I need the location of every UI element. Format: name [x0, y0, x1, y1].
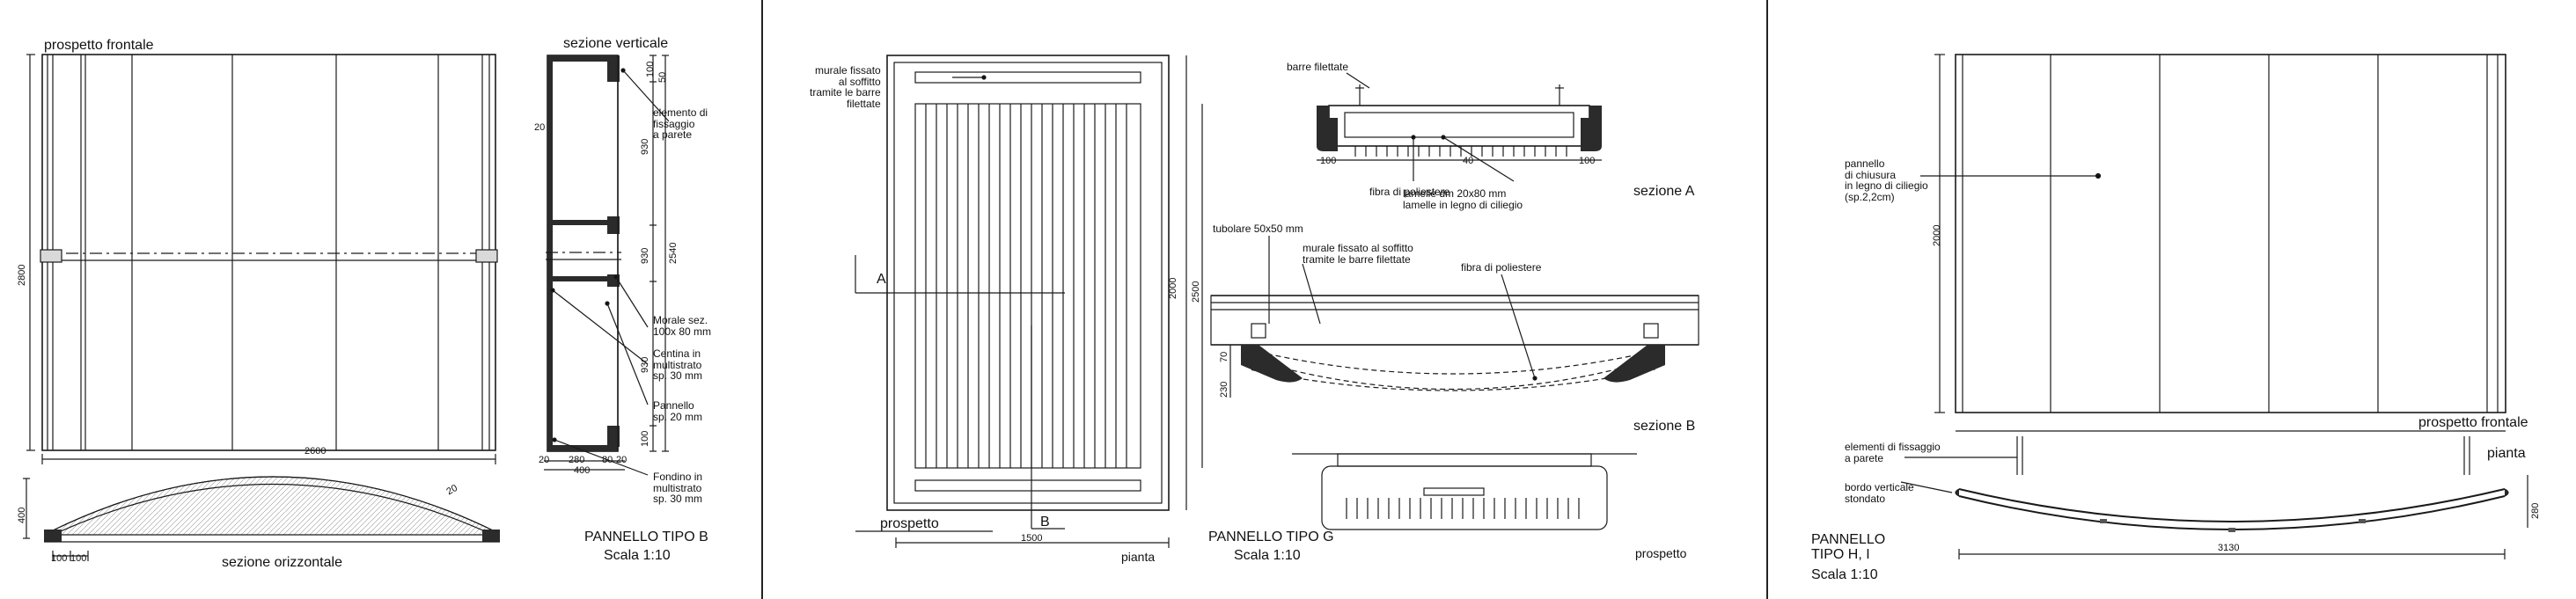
dim-3130-h: 3130: [2218, 543, 2240, 553]
pianta-label-g: pianta: [1121, 550, 1156, 564]
callout-barre: barre filettate: [1287, 61, 1349, 73]
panel-g-scale: Scala 1:10: [1234, 548, 1301, 563]
panel-b-horizontal-section: [23, 476, 500, 561]
dim-70-b: 70: [1219, 351, 1229, 362]
pianta-label-h: pianta: [2487, 446, 2526, 461]
dim-arc-height: 400: [17, 507, 27, 523]
callout-morale: Morale sez. 100x 80 mm: [653, 314, 712, 338]
panel-g-title: PANNELLO TIPO G: [1208, 530, 1334, 544]
dim-sec-80: 80: [602, 455, 613, 465]
dim-sec-280: 280: [569, 455, 585, 465]
dim-sec-20-a: 20: [539, 455, 550, 465]
callout-murale: murale fissato al soffitto tramite le ba…: [810, 64, 881, 110]
dim-2500-g: 2500: [1191, 281, 1201, 303]
callout-murale-b: murale fissato al soffitto tramite le ba…: [1303, 242, 1413, 266]
callout-bordo: bordo verticale stondato: [1845, 481, 1914, 505]
dim-2000-h: 2000: [1932, 224, 1942, 246]
callout-pannello-h: pannello di chiusura in legno di ciliegi…: [1845, 157, 1928, 203]
dim-100-a: 100: [1320, 156, 1337, 166]
callout-fibra-b: fibra di poliestere: [1461, 261, 1542, 274]
panel-h-elevation: [1920, 54, 2506, 432]
panel-h-title: PANNELLO TIPO H, I: [1811, 532, 1886, 562]
dim-930-b: 930: [640, 247, 650, 264]
section-marker-a: A: [877, 272, 886, 287]
panel-b-title: PANNELLO TIPO B: [584, 530, 708, 544]
section-a-label: sezione A: [1633, 184, 1695, 199]
prospetto-label-plan: prospetto: [1635, 546, 1687, 560]
panel-b-scale: Scala 1:10: [604, 548, 671, 563]
callout-pannello: Pannello sp. 20 mm: [653, 399, 703, 423]
callout-fibra-a: fibra di poliestere: [1369, 186, 1450, 198]
panel-h-scale: Scala 1:10: [1811, 567, 1878, 582]
panel-b-vertical-section: [544, 55, 670, 476]
section-b-label: sezione B: [1633, 419, 1696, 434]
callout-fixing-h: elementi di fissaggio a parete: [1845, 441, 1941, 464]
panel-h-plan: [1900, 436, 2528, 559]
dim-sec-20-c: 20: [616, 455, 627, 465]
vertical-section-label: sezione verticale: [563, 36, 669, 51]
horizontal-section-label: sezione orizzontale: [222, 555, 342, 570]
dim-height: 2800: [17, 264, 27, 286]
panel-g-elevation: [855, 55, 1203, 548]
front-label-h: prospetto frontale: [2418, 415, 2528, 430]
dim-100-top: 100: [645, 61, 656, 77]
prospetto-label-g: prospetto: [880, 516, 939, 531]
panel-g-section-b: [1210, 236, 1699, 398]
callout-lamelle: lamelle dm 20x80 mm lamelle in legno di …: [1403, 187, 1523, 211]
dim-end-a: 100: [51, 553, 68, 564]
dim-sec-400: 400: [574, 465, 591, 476]
callout-fondino: Fondino in multistrato sp. 30 mm: [653, 471, 703, 506]
callout-centina: Centina in multistrato sp. 30 mm: [653, 347, 703, 383]
dim-930-a: 930: [640, 138, 650, 155]
section-marker-b: B: [1040, 515, 1050, 530]
callout-tubolare: tubolare 50x50 mm: [1213, 223, 1303, 235]
dim-230-b: 230: [1219, 381, 1229, 398]
dim-20-side: 20: [534, 122, 546, 133]
dim-width-1500: 1500: [1021, 533, 1043, 544]
dim-width: 2600: [305, 446, 327, 457]
panel-g-section-a: [1317, 72, 1602, 182]
dim-930-c: 930: [640, 356, 650, 373]
dim-100-bottom: 100: [640, 430, 650, 447]
panel-g-plan: [1292, 453, 1637, 530]
dim-40-a: 40: [1463, 156, 1474, 166]
dim-50: 50: [657, 71, 668, 83]
dim-total-2540: 2540: [668, 242, 679, 264]
dim-280-h: 280: [2530, 502, 2541, 519]
front-view-label: prospetto frontale: [44, 38, 154, 53]
callout-fixing: elemento di fissaggio a parete: [653, 106, 708, 142]
dim-100-b: 100: [1579, 156, 1596, 166]
dim-end-b: 100: [70, 553, 87, 564]
panel-b-front-elevation: [26, 54, 498, 464]
dim-2000-g: 2000: [1168, 277, 1178, 299]
